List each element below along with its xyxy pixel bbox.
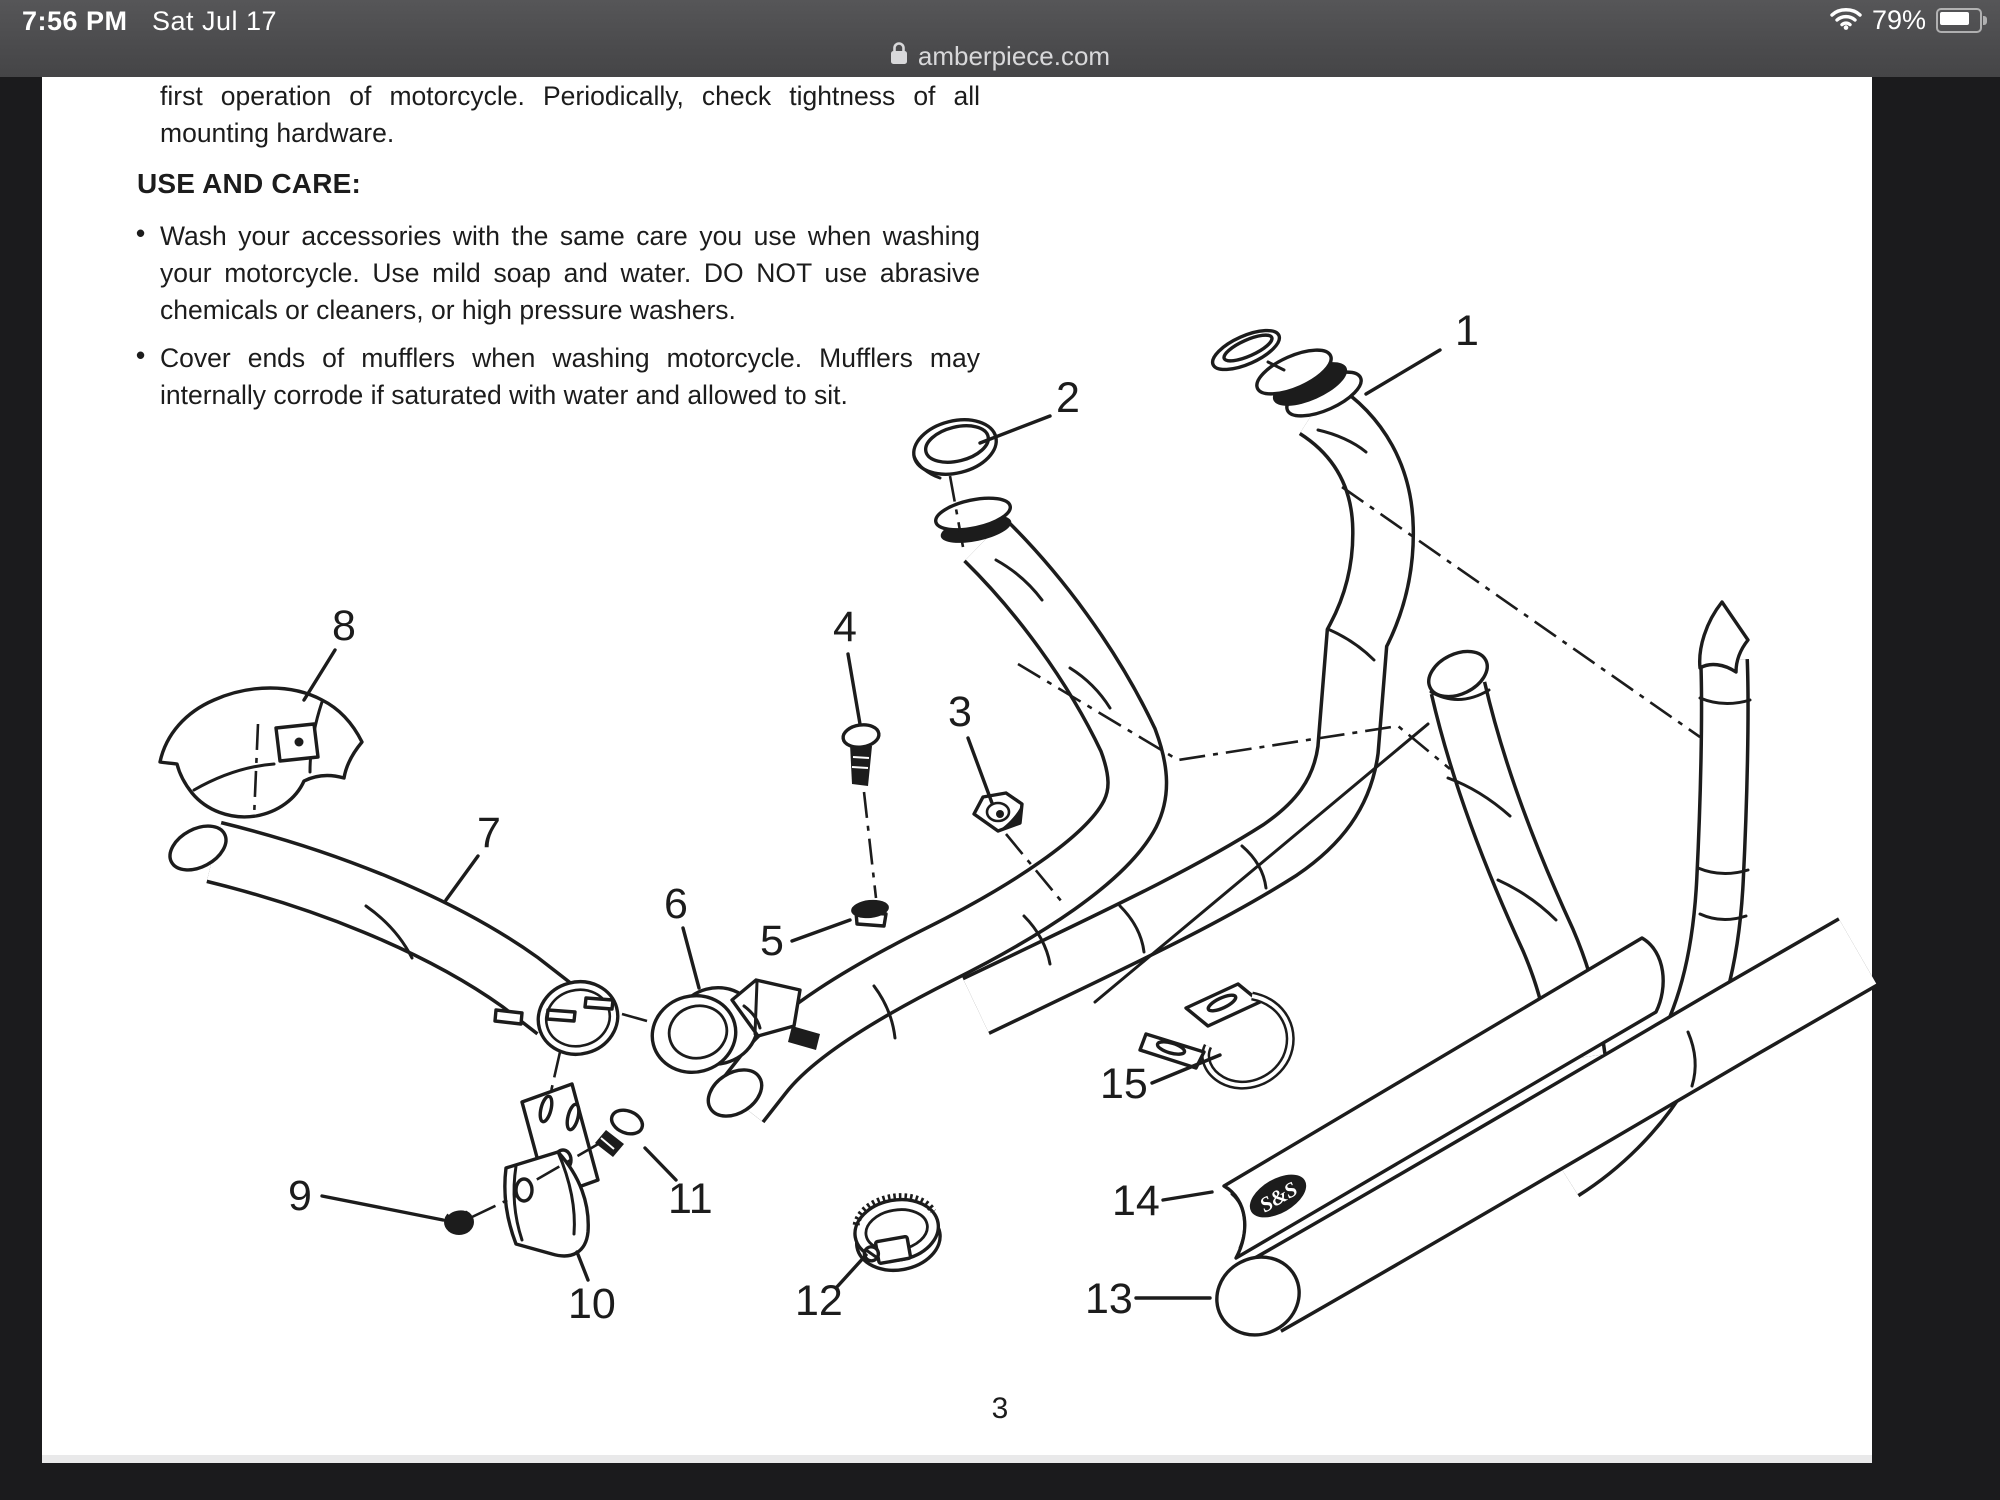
bullet-item: • Cover ends of mufflers when washing mo… <box>136 340 980 414</box>
callout-15: 15 <box>1100 1060 1148 1108</box>
mount-bracket <box>503 1082 600 1258</box>
url-bar[interactable]: amberpiece.com <box>0 36 2000 76</box>
header-flange-rings <box>1210 328 1363 418</box>
pipe-clamp <box>650 978 820 1074</box>
hex-nut <box>972 791 1024 833</box>
text-line: mounting hardware. <box>160 118 395 148</box>
text-line: Wash your accessories with the same care… <box>160 221 980 251</box>
wifi-icon <box>1830 6 1862 35</box>
bullet-marker: • <box>136 340 146 370</box>
screw <box>841 723 881 786</box>
text-line: first operation of motorcycle. Periodica… <box>160 81 980 111</box>
callouts: 1 2 3 4 5 6 7 8 9 10 11 12 13 1 <box>288 307 1479 1328</box>
leader-9 <box>320 1194 445 1222</box>
page-edge-shadow <box>42 1455 1872 1463</box>
text-line: your motorcycle. Use mild soap and water… <box>160 258 980 288</box>
callout-12: 12 <box>795 1277 843 1325</box>
front-header-pipe <box>706 517 1169 1124</box>
bullet-item: • Wash your accessories with the same ca… <box>136 218 980 329</box>
callout-1: 1 <box>1455 307 1479 355</box>
callout-9: 9 <box>288 1172 312 1220</box>
callout-8: 8 <box>332 602 356 650</box>
status-date: Sat Jul 17 <box>152 6 278 36</box>
lock-icon <box>890 41 908 72</box>
text-line: internally corrode if saturated with wat… <box>160 380 848 410</box>
leader-15 <box>1150 1053 1222 1085</box>
callout-6: 6 <box>664 880 688 928</box>
battery-icon <box>1936 8 1987 33</box>
leader-1 <box>1364 348 1442 396</box>
paragraph-intro: first operation of motorcycle. Periodica… <box>160 78 980 152</box>
small-nut <box>444 1208 474 1235</box>
crossover-pipe <box>168 820 620 1056</box>
text-line: chemicals or cleaners, or high pressure … <box>160 295 736 325</box>
leader-6 <box>681 926 701 990</box>
page-number: 3 <box>991 1392 1009 1425</box>
leader-12 <box>834 1253 868 1290</box>
leader-4 <box>846 652 862 726</box>
leader-10 <box>575 1250 590 1282</box>
front-header-flange <box>934 496 1012 543</box>
leader-7 <box>444 854 480 902</box>
leader-5 <box>790 918 852 943</box>
leader-2 <box>978 414 1052 445</box>
callout-10: 10 <box>568 1280 616 1328</box>
status-time: 7:56 PM <box>22 6 128 36</box>
section-heading: USE AND CARE: <box>137 168 362 199</box>
rear-header-pipe <box>962 381 1416 1035</box>
text-line: Cover ends of mufflers when washing moto… <box>160 343 980 373</box>
leader-3 <box>966 736 994 805</box>
alignment-axes <box>252 475 1701 1219</box>
leader-11 <box>643 1146 678 1182</box>
callout-13: 13 <box>1085 1275 1133 1323</box>
callout-4: 4 <box>833 603 857 651</box>
hose-clamp <box>852 1193 942 1273</box>
muffler-heat-shield: S&S <box>1222 936 1665 1260</box>
callout-3: 3 <box>948 688 972 736</box>
background-pipe-edge <box>1093 722 1430 1004</box>
bullet-marker: • <box>136 218 146 248</box>
battery-percent: 79% <box>1871 5 1926 35</box>
status-bar: 7:56 PM Sat Jul 17 79% <box>0 0 2000 38</box>
browser-chrome: 7:56 PM Sat Jul 17 79% <box>0 0 2000 77</box>
callout-2: 2 <box>1056 374 1080 422</box>
callout-7: 7 <box>477 809 501 857</box>
callout-11: 11 <box>668 1175 713 1223</box>
strap-clamp <box>1138 982 1295 1090</box>
ring-gasket <box>912 418 998 480</box>
flange-nut <box>851 899 889 928</box>
callout-5: 5 <box>760 917 784 965</box>
leader-14 <box>1161 1190 1214 1202</box>
callout-14: 14 <box>1112 1177 1160 1225</box>
heat-shield-front <box>158 686 364 819</box>
leader-8 <box>302 648 337 702</box>
small-bolt <box>595 1108 645 1157</box>
url-domain: amberpiece.com <box>917 40 1111 71</box>
muffler <box>1215 917 1878 1337</box>
